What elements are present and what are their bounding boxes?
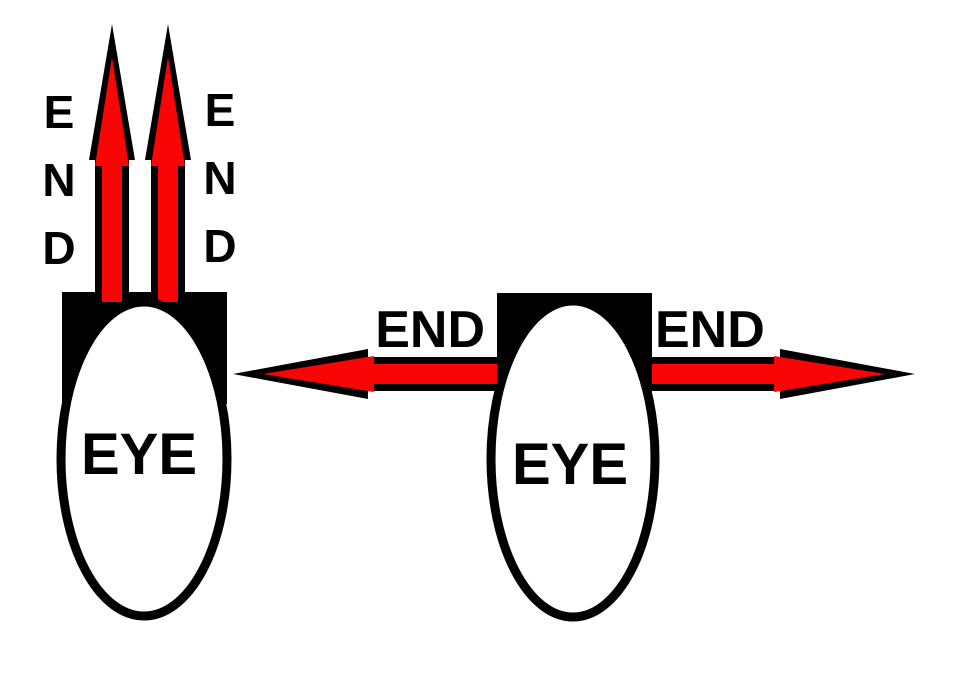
vertical-eye-ellipse [56, 297, 232, 621]
end-letter: E [204, 84, 236, 136]
end-letter: E [43, 86, 75, 138]
vertical-end-label-right: E N D [192, 76, 248, 280]
horizontal-eye-label: EYE [511, 432, 629, 497]
end-letter: N [203, 152, 237, 204]
end-letter: D [42, 222, 76, 274]
horizontal-end-label-left: END [375, 301, 485, 359]
up-arrow-left-fill [95, 57, 129, 302]
vertical-end-label-left: E N D [31, 78, 87, 282]
vertical-eye-label: EYE [80, 422, 198, 487]
end-letter: D [203, 220, 237, 272]
up-arrow-right-fill [151, 57, 185, 302]
horizontal-end-label-right: END [655, 301, 765, 359]
horizontal-eye-ellipse [486, 296, 660, 622]
left-arrow-fill [263, 356, 497, 392]
end-letter: N [42, 154, 76, 206]
right-arrow-fill [652, 356, 885, 392]
